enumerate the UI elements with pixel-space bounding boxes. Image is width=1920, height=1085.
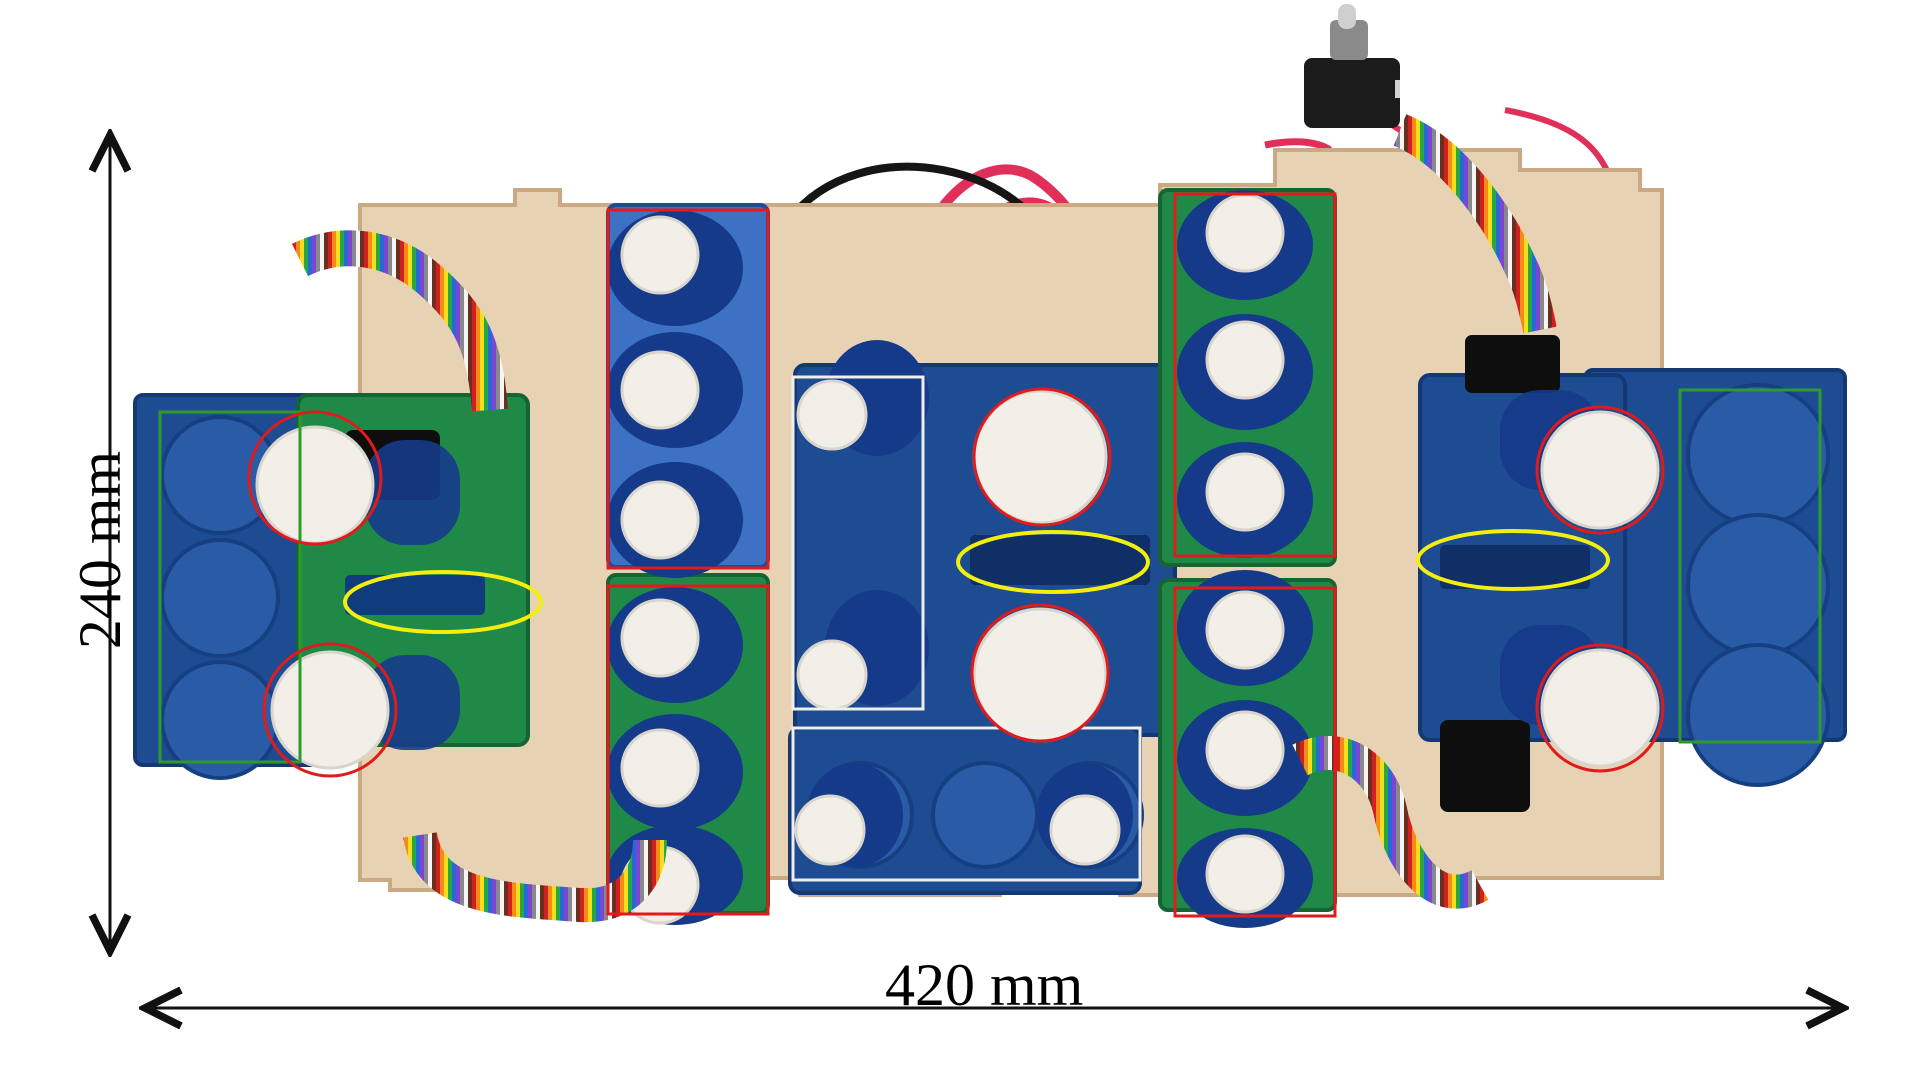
green-highlight-rect-left	[158, 410, 302, 764]
ribbon-cable-bottom-right	[1292, 736, 1489, 909]
red-highlight-rect-right-top	[1173, 192, 1337, 558]
left-arduino-module	[345, 575, 485, 615]
ribbon-cable-bottom-left	[403, 831, 667, 923]
yellow-highlight-ellipses	[343, 529, 1610, 634]
toggle-switch	[1304, 4, 1435, 128]
right-arduino-module	[1440, 545, 1590, 589]
width-dimension-label: 420 mm	[885, 952, 1084, 1018]
green-highlight-rect-right	[1678, 388, 1822, 744]
right-lower-connector	[1440, 720, 1530, 812]
ribbon-cable-top-right	[1393, 114, 1557, 334]
red-highlight-rect-left-bottom	[606, 584, 770, 916]
center-arduino-module	[970, 535, 1150, 585]
red-highlight-circles	[247, 387, 1665, 778]
white-highlight-rect-top	[791, 375, 925, 711]
white-highlight-rect-bottom	[791, 726, 1142, 882]
ribbon-cable-top-left	[291, 230, 508, 412]
height-dimension-label: 240 mm	[67, 450, 133, 650]
red-wire-switch-short	[1264, 138, 1332, 154]
red-highlight-rect-left-top	[606, 208, 770, 570]
red-highlight-rect-right-bottom	[1173, 586, 1337, 918]
right-connector-block	[1465, 335, 1560, 393]
right-blue-pads	[1686, 383, 1830, 787]
